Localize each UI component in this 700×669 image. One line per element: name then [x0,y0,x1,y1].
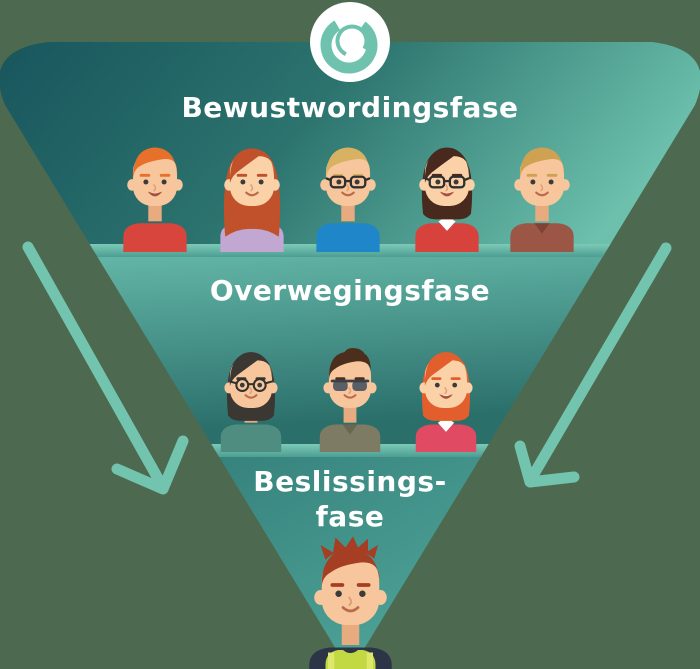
avatar-man-blond-glasses-blue-polo [300,137,396,252]
avatar-woman-orange-bob-pink-top [400,342,492,452]
avatar-man-spiky-auburn-hair-lime-vest [288,535,413,669]
left-arrow [22,241,189,495]
avatar-man-brown-hair-sunglasses-olive-shirt [304,342,396,452]
phase-label-decision: Beslissings- fase [253,465,447,533]
swirl-logo [310,2,390,82]
avatar-woman-auburn-hair-lavender-top [204,137,300,252]
avatar-woman-dark-hair-glasses-red-top [399,137,495,252]
swirl-outer-arc [320,16,378,74]
right-arrow [514,242,672,488]
avatar-man-orange-hair-red-shirt [107,137,203,252]
phase-label-awareness: Bewustwordingsfase [181,91,519,124]
avatar-man-sandy-hair-brown-shirt [494,137,590,252]
avatar-woman-dark-hair-round-glasses-teal-top [205,342,297,452]
phase-label-consideration: Overwegingsfase [209,274,491,307]
